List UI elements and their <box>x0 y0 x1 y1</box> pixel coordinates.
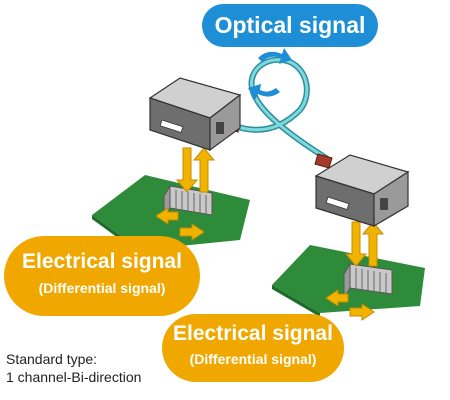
vertical-arrows-left <box>175 147 216 193</box>
connector-left <box>163 184 213 220</box>
differential-signal-label: (Differential signal) <box>189 351 317 367</box>
optical-fiber-cable <box>235 56 329 161</box>
module-left <box>148 77 242 152</box>
horizontal-arrows-left <box>155 207 205 241</box>
standard-type-line1: Standard type: <box>6 351 98 367</box>
optical-signal-label: Optical signal <box>202 4 378 47</box>
fiber-direction-arrows <box>248 48 292 100</box>
optical-fiber-highlight <box>236 58 328 160</box>
electrical-signal-label: Electrical signal <box>22 250 182 273</box>
differential-signal-label: (Differential signal) <box>38 280 166 296</box>
electrical-signal-label: Electrical signal <box>173 322 333 345</box>
electrical-signal-bubble-right: Electrical signal (Differential signal) <box>162 314 344 382</box>
standard-type-caption: Standard type: 1 channel-Bi-direction <box>6 350 141 386</box>
horizontal-arrows-right <box>325 289 375 321</box>
pcb-board-right-edge <box>272 285 320 317</box>
electrical-signal-bubble-left: Electrical signal (Differential signal) <box>4 236 200 316</box>
standard-type-line2: 1 channel-Bi-direction <box>6 369 142 385</box>
module-right <box>314 154 410 228</box>
connector-right <box>343 262 393 300</box>
vertical-arrows-right <box>344 221 385 267</box>
fiber-plug-right <box>314 153 333 169</box>
